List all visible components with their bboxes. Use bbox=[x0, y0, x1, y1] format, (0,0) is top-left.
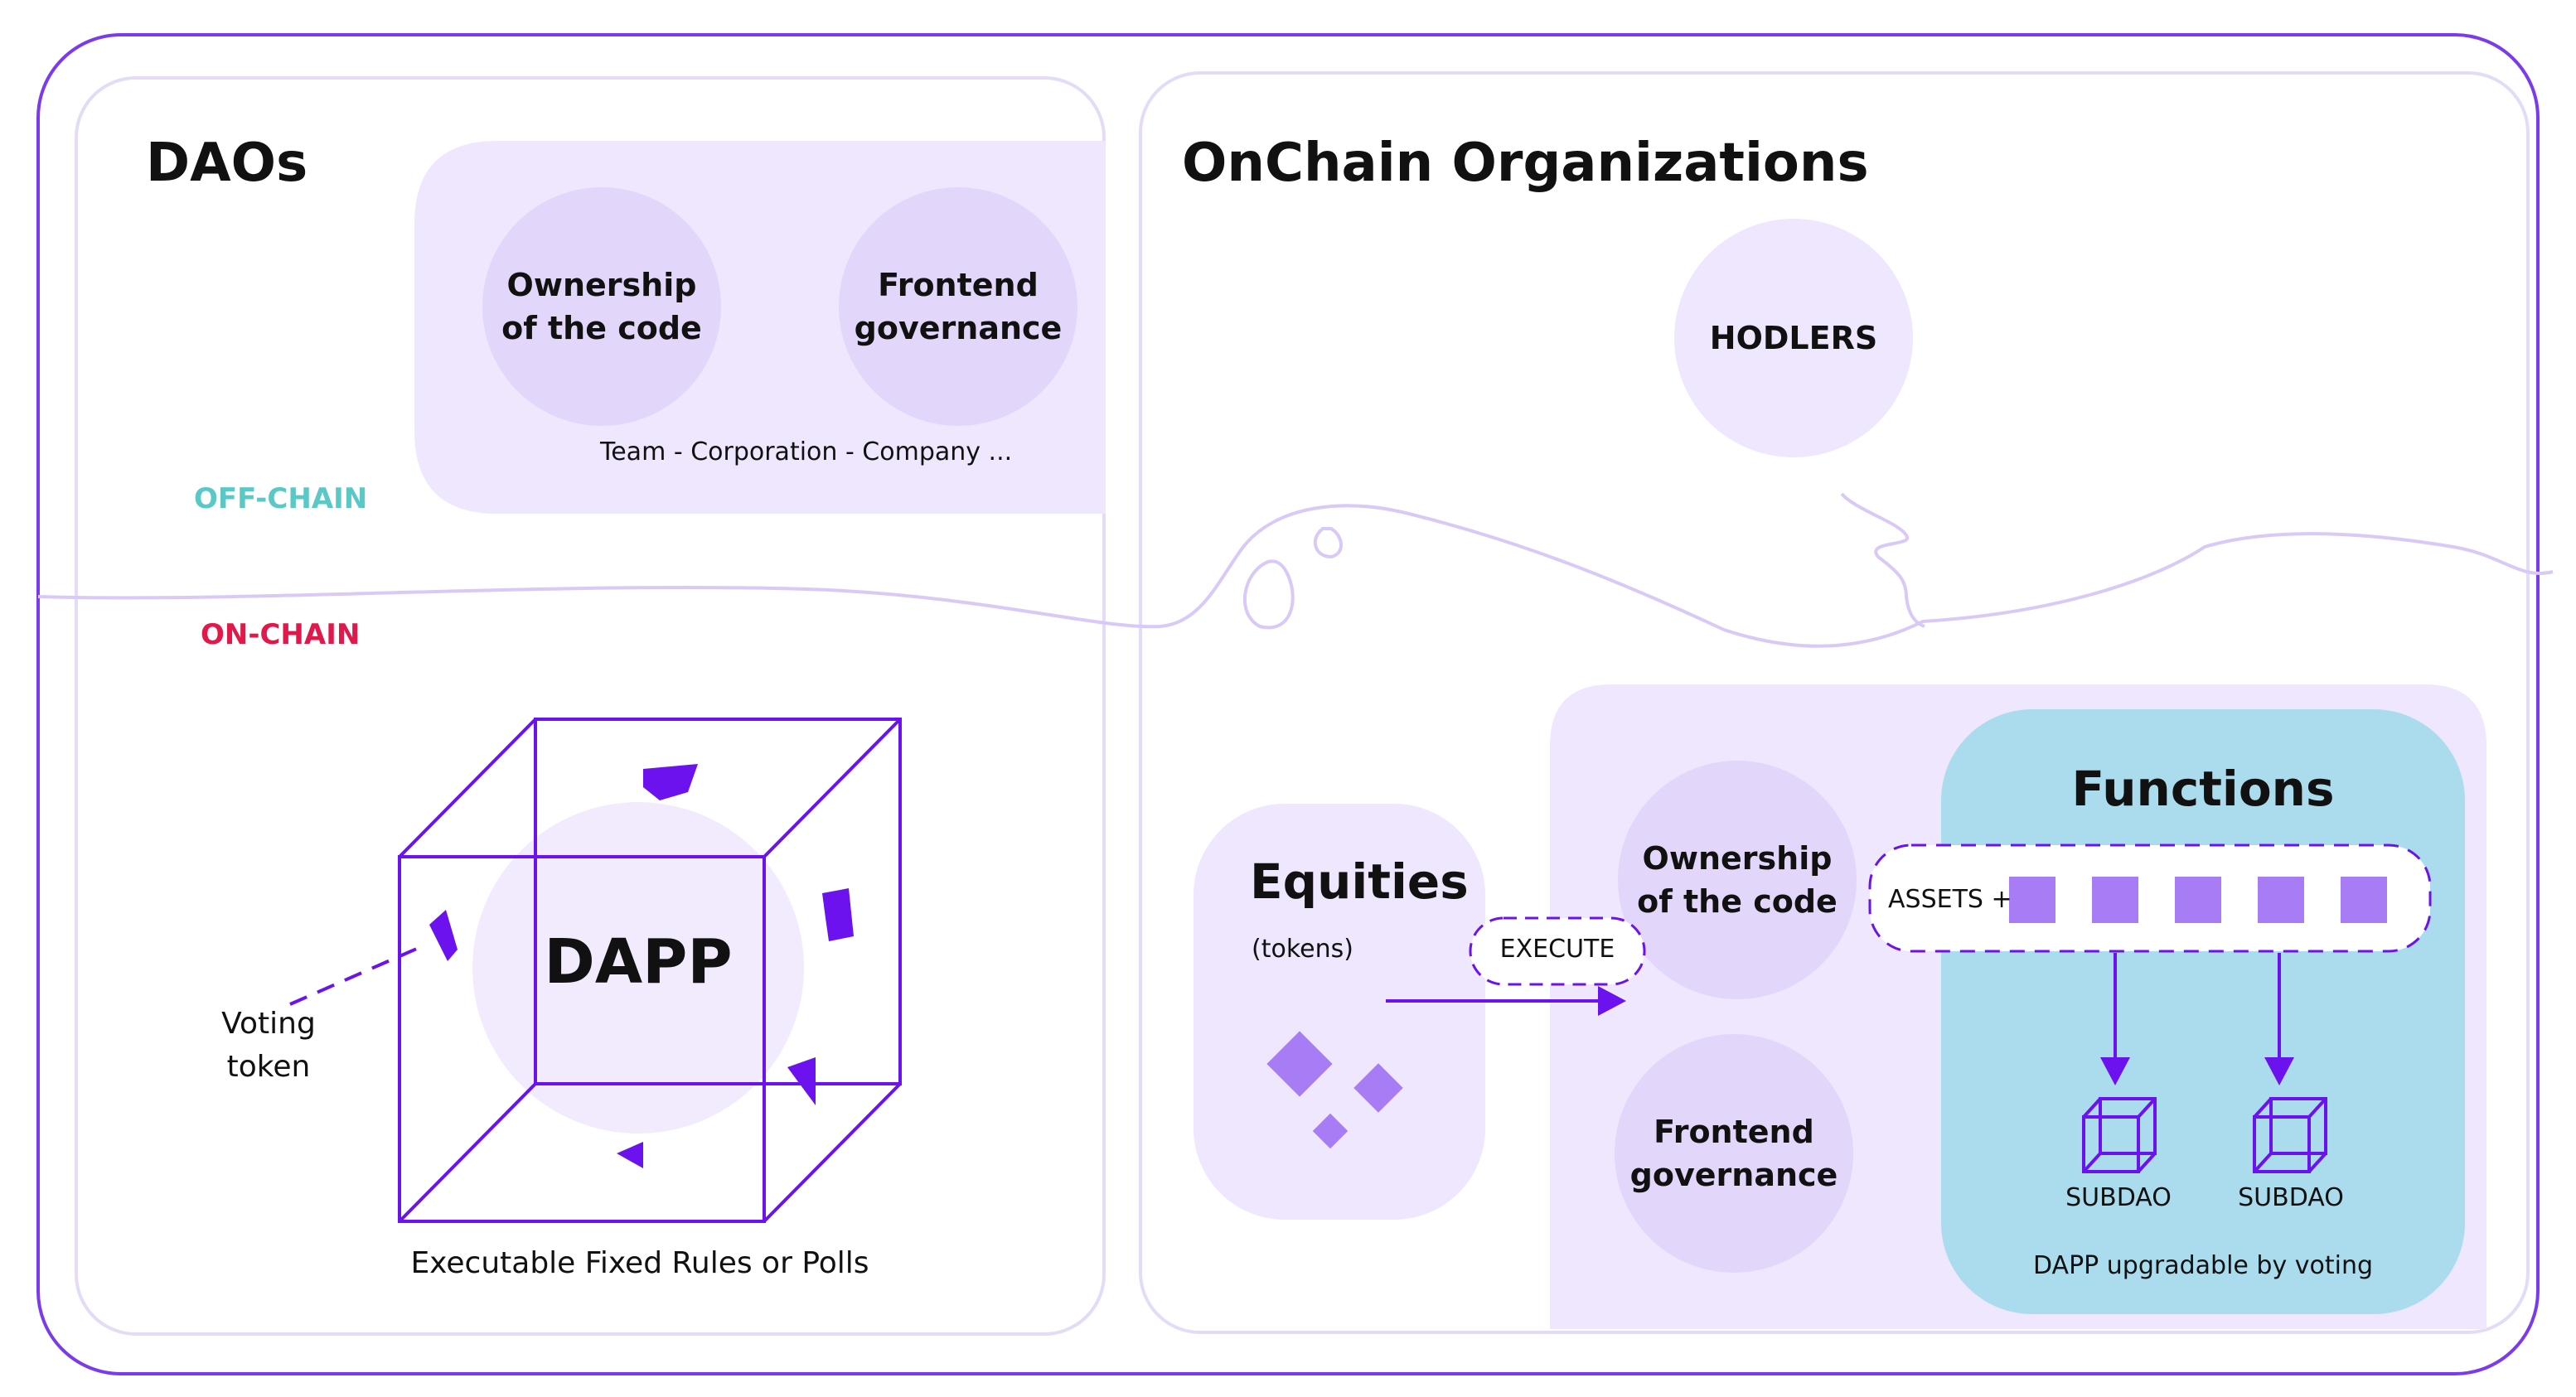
team-label: Team - Corporation - Company ... bbox=[600, 437, 1013, 466]
equities-subtitle: (tokens) bbox=[1252, 935, 1353, 964]
dapp-label: DAPP bbox=[544, 926, 733, 998]
execute-pill bbox=[1469, 916, 1646, 986]
asset-square-2 bbox=[2092, 877, 2138, 923]
voting-token-label: Voting token bbox=[221, 1007, 316, 1084]
hodlers-circle bbox=[1674, 219, 1913, 457]
subdao-cube-icon-2 bbox=[2253, 1097, 2327, 1173]
equities-box bbox=[1194, 804, 1485, 1220]
daos-title: DAOs bbox=[146, 133, 308, 194]
left-frontend-label: Frontend governance bbox=[854, 267, 1063, 346]
right-frontend-label: Frontend governance bbox=[1629, 1114, 1838, 1193]
left-ownership-label: Ownership of the code bbox=[501, 267, 702, 346]
onchain-label: ON-CHAIN bbox=[201, 618, 361, 651]
asset-square-3 bbox=[2175, 877, 2221, 923]
token-shard-4 bbox=[787, 1057, 816, 1105]
asset-square-5 bbox=[2341, 877, 2387, 923]
token-diamond-medium bbox=[1353, 1063, 1403, 1113]
asset-square-1 bbox=[2009, 877, 2055, 923]
asset-square-4 bbox=[2258, 877, 2304, 923]
onchain-orgs-title: OnChain Organizations bbox=[1182, 133, 1869, 194]
functions-title: Functions bbox=[2071, 761, 2335, 817]
right-ownership-circle bbox=[1618, 761, 1857, 999]
hodlers-label: HODLERS bbox=[1709, 320, 1878, 356]
token-shard-1 bbox=[643, 764, 698, 800]
token-shard-2 bbox=[822, 888, 854, 941]
execute-label: EXECUTE bbox=[1499, 935, 1615, 964]
token-shard-5 bbox=[617, 1142, 643, 1168]
voting-token-pointer bbox=[289, 943, 427, 1006]
boundary-loop-3 bbox=[1840, 492, 1925, 628]
execute-arrow-head bbox=[1598, 986, 1626, 1016]
dapp-glow-circle bbox=[472, 802, 804, 1134]
upgradable-label: DAPP upgradable by voting bbox=[2032, 1251, 2374, 1280]
token-shard-3 bbox=[429, 910, 458, 961]
subdao-arrow-2-head bbox=[2264, 1057, 2294, 1085]
right-frontend-circle bbox=[1615, 1034, 1853, 1273]
subdao-label-2: SUBDAO bbox=[2238, 1183, 2344, 1212]
boundary-loop-1 bbox=[1243, 559, 1295, 630]
boundary-loop-2 bbox=[1313, 527, 1343, 559]
assets-pill bbox=[1868, 844, 2432, 953]
token-diamond-small bbox=[1312, 1113, 1349, 1149]
equities-title: Equities bbox=[1250, 853, 1469, 910]
rules-label: Executable Fixed Rules or Polls bbox=[410, 1246, 869, 1280]
subdao-cube-icon-1 bbox=[2082, 1097, 2157, 1173]
subdao-arrow-1-head bbox=[2100, 1057, 2130, 1085]
chain-boundary-line bbox=[37, 504, 2554, 648]
assets-label: ASSETS + bbox=[1888, 885, 2012, 914]
left-ownership-circle bbox=[482, 187, 721, 426]
left-frontend-circle bbox=[839, 187, 1077, 426]
right-ownership-label: Ownership of the code bbox=[1637, 840, 1838, 920]
offchain-label: OFF-CHAIN bbox=[194, 482, 368, 515]
subdao-label-1: SUBDAO bbox=[2065, 1183, 2172, 1212]
token-diamond-large bbox=[1266, 1031, 1333, 1097]
dapp-cube bbox=[398, 718, 902, 1223]
